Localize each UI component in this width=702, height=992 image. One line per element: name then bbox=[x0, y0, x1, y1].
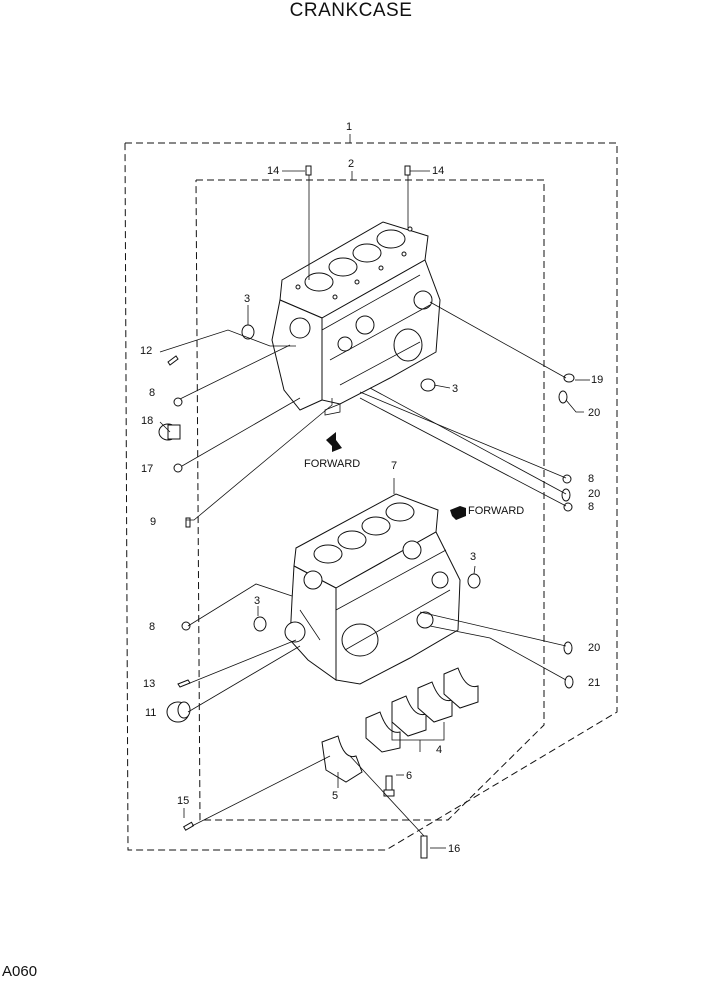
assembly-boundary-inner bbox=[195, 179, 545, 821]
callout-20-top: 20 bbox=[588, 407, 600, 419]
callout-9: 9 bbox=[150, 516, 156, 528]
leader-lines bbox=[159, 134, 590, 849]
callout-17: 17 bbox=[141, 463, 153, 475]
page-code: A060 bbox=[2, 963, 38, 980]
callout-3-upper-left: 3 bbox=[244, 293, 250, 305]
page-title: CRANKCASE bbox=[289, 0, 413, 21]
cap-bolt bbox=[383, 775, 395, 797]
forward-label-lower: FORWARD bbox=[468, 505, 524, 517]
callout-14-left: 14 bbox=[267, 165, 279, 177]
callout-12: 12 bbox=[140, 345, 152, 357]
upper-engine-block bbox=[271, 221, 441, 416]
plug-18 bbox=[158, 423, 181, 441]
callout-15: 15 bbox=[177, 795, 189, 807]
forward-arrow-icon bbox=[326, 432, 342, 452]
callout-21: 21 bbox=[588, 677, 600, 689]
callout-7: 7 bbox=[391, 460, 397, 472]
forward-label-upper: FORWARD bbox=[304, 458, 360, 470]
callout-11: 11 bbox=[145, 707, 156, 719]
callout-4: 4 bbox=[436, 744, 442, 756]
callout-3-lower-left: 3 bbox=[254, 595, 260, 607]
callout-8-right-b: 8 bbox=[588, 501, 594, 513]
lower-engine-block bbox=[284, 493, 461, 685]
forward-arrow-icon bbox=[450, 506, 466, 520]
rear-bearing-cap bbox=[321, 735, 363, 783]
callout-3-lower-right: 3 bbox=[470, 551, 476, 563]
callout-14-right: 14 bbox=[432, 165, 444, 177]
callout-5: 5 bbox=[332, 790, 338, 802]
callout-8-right-a: 8 bbox=[588, 473, 594, 485]
callout-20-bottom: 20 bbox=[588, 642, 600, 654]
callout-19: 19 bbox=[591, 374, 603, 386]
callout-16: 16 bbox=[448, 843, 460, 855]
assembly-boundary-outer bbox=[124, 142, 618, 851]
cup-plug-11 bbox=[166, 701, 191, 723]
callout-3-upper-right: 3 bbox=[452, 383, 458, 395]
callout-1: 1 bbox=[346, 121, 352, 133]
bearing-caps bbox=[365, 667, 479, 753]
dowel-pin-16 bbox=[420, 835, 428, 859]
callout-18: 18 bbox=[141, 415, 153, 427]
small-plugs bbox=[167, 165, 575, 831]
callout-20-mid: 20 bbox=[588, 488, 600, 500]
callout-6: 6 bbox=[406, 770, 412, 782]
callout-8-upper-left: 8 bbox=[149, 387, 155, 399]
callout-2: 2 bbox=[348, 158, 354, 170]
callout-8-lower-left: 8 bbox=[149, 621, 155, 633]
callout-13: 13 bbox=[143, 678, 155, 690]
